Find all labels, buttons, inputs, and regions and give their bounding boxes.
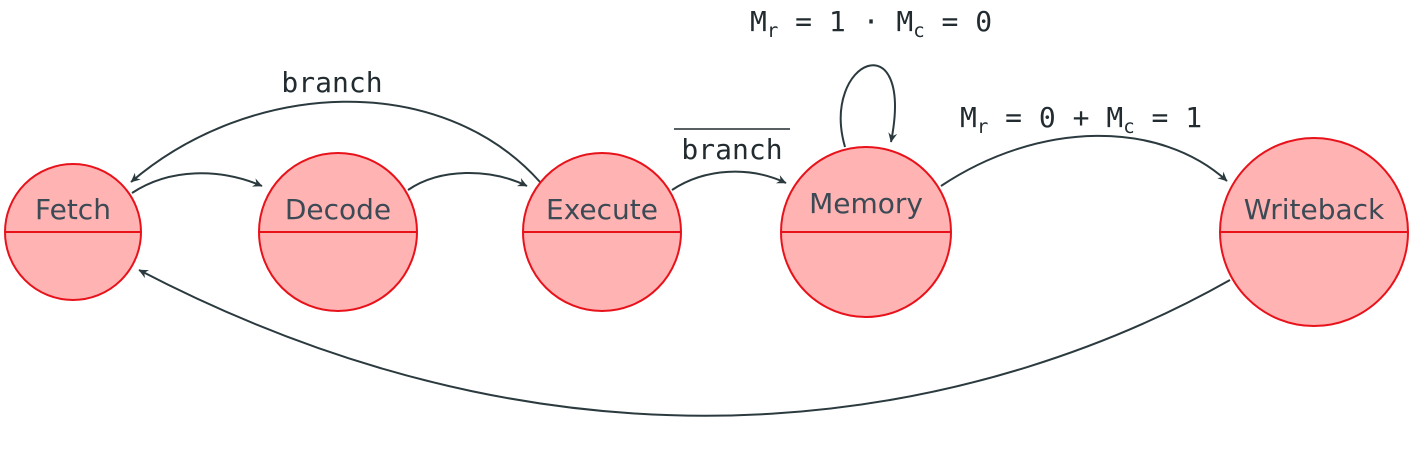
state-label-decode: Decode [285, 193, 391, 226]
state-fetch: Fetch [4, 163, 142, 301]
edge-execute-to-memory [671, 170, 787, 191]
state-writeback: Writeback [1219, 137, 1409, 327]
state-label-execute: Execute [546, 193, 658, 226]
state-label-writeback: Writeback [1244, 193, 1385, 226]
state-memory: Memory [780, 146, 952, 318]
edge-memory-self-loop [839, 64, 898, 148]
edge-writeback-to-fetch [138, 269, 1231, 417]
edge-label-not-branch: branch [681, 133, 782, 166]
state-label-fetch: Fetch [35, 193, 111, 226]
edge-execute-to-fetch [130, 100, 541, 183]
edge-label-memory-loop: Mr = 1 · Mc = 0 [750, 5, 992, 42]
edge-decode-to-execute [407, 172, 528, 191]
state-label-memory: Memory [809, 187, 923, 220]
edge-label-memory-to-writeback: Mr = 0 + Mc = 1 [960, 101, 1202, 138]
edge-memory-to-writeback [940, 134, 1228, 187]
edge-label-branch: branch [281, 66, 382, 99]
edge-fetch-to-decode [131, 172, 263, 194]
state-decode: Decode [258, 152, 418, 312]
state-execute: Execute [522, 152, 682, 312]
